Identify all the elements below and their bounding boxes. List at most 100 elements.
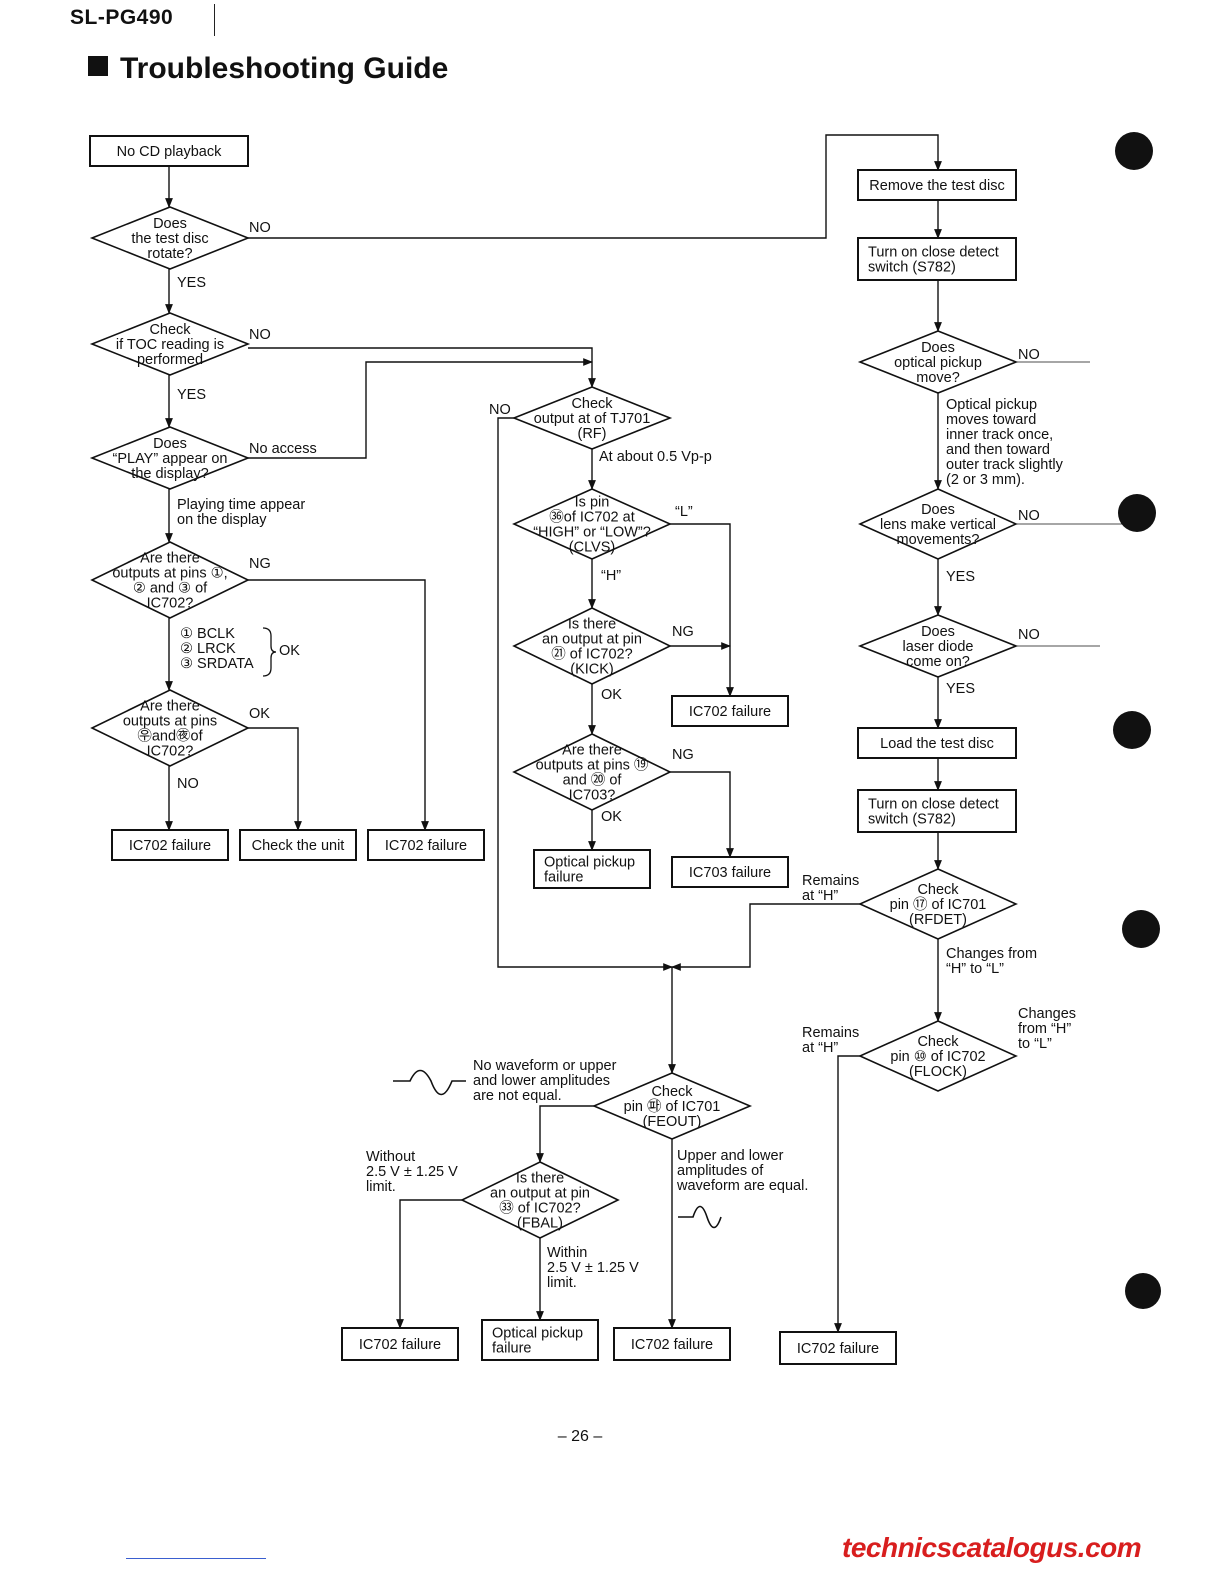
box-text: IC702 failure [359, 1337, 441, 1353]
page-number: – 26 – [557, 1428, 603, 1445]
diamond-outline [512, 733, 672, 811]
process-box-f3: IC702 failure [671, 695, 789, 727]
box-outline [857, 169, 1017, 201]
box-outline [613, 1327, 731, 1361]
box-outline [857, 727, 1017, 759]
diamond-outline [858, 868, 1018, 940]
process-box-f4: IC703 failure [671, 856, 789, 888]
branch-label-l-no5: NO [1018, 508, 1040, 524]
diamond-outline [858, 1020, 1018, 1092]
box-text: IC702 failure [631, 1337, 713, 1353]
diamond-outline [90, 689, 250, 767]
diamond-outline [857, 614, 1019, 678]
binder-hole-3 [1113, 711, 1151, 749]
equal-waveform-icon [678, 1205, 722, 1229]
box-text: IC702 failure [129, 838, 211, 854]
diamond-outline [857, 330, 1019, 394]
process-box-f1: IC702 failure [111, 829, 229, 861]
connector-arrow-18 [248, 579, 429, 831]
connector-arrow-17 [248, 358, 593, 459]
diamond-outline [512, 488, 672, 560]
box-outline [857, 237, 1017, 281]
process-box-f2: IC702 failure [367, 829, 485, 861]
process-box-check-unit: Check the unit [239, 829, 357, 861]
binder-hole-5 [1125, 1273, 1161, 1309]
box-outline [533, 849, 651, 889]
branch-label-l-yes3: YES [946, 569, 975, 585]
branch-label-l-ok2: OK [601, 687, 622, 703]
connector-arrow-27 [497, 417, 673, 971]
branch-label-l-ok3: OK [601, 809, 622, 825]
box-text: IC702 failure [689, 704, 771, 720]
branch-label-l-H: “H” [601, 568, 621, 584]
box-text: No CD playback [117, 144, 223, 160]
connector-arrow-32 [396, 1199, 462, 1329]
branch-label-l-ng3: NG [672, 747, 694, 763]
model-number: SL-PG490 [70, 6, 174, 29]
branch-label-l-ng1: NG [249, 556, 271, 572]
diamond-outline [512, 607, 672, 685]
connector-arrow-30 [536, 1105, 594, 1163]
connector-arrow-28 [671, 903, 860, 971]
connector-arrow-7 [248, 134, 942, 239]
branch-label-l-no1: NO [249, 220, 271, 236]
box-outline [857, 789, 1017, 833]
process-box-f5: IC702 failure [341, 1327, 459, 1361]
box-outline [481, 1319, 599, 1361]
unequal-waveform-icon [393, 1069, 466, 1096]
branch-label-l-no3: NO [177, 776, 199, 792]
branch-label-l-no4: NO [1018, 347, 1040, 363]
diamond-outline [511, 386, 673, 450]
process-box-load: Load the test disc [857, 727, 1017, 759]
box-text: Remove the test disc [869, 178, 1004, 194]
box-outline [341, 1327, 459, 1361]
box-outline [367, 829, 485, 861]
box-outline [779, 1331, 897, 1365]
branch-label-l-no2: NO [249, 327, 271, 343]
branch-label-l-yes1: YES [177, 275, 206, 291]
branch-label-l-no-rf: NO [489, 402, 511, 418]
connector-arrow-21 [670, 523, 734, 697]
box-outline [671, 695, 789, 727]
diamond-outline [89, 312, 251, 376]
process-box-no-cd: No CD playback [89, 135, 249, 167]
box-text: IC702 failure [385, 838, 467, 854]
binder-hole-1 [1115, 132, 1153, 170]
diamond-outline [858, 488, 1018, 560]
page-title: Troubleshooting Guide [88, 52, 448, 86]
branch-label-l-vpp: At about 0.5 Vp-p [599, 449, 712, 465]
box-text: IC703 failure [689, 865, 771, 881]
connector-arrow-25 [670, 771, 734, 858]
branch-label-l-yes2: YES [177, 387, 206, 403]
diamond-outline [460, 1161, 620, 1239]
branch-label-l-noaccess: No access [249, 441, 317, 457]
